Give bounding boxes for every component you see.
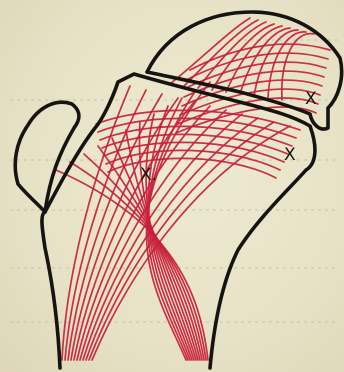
tuberosity-outline <box>15 102 79 212</box>
trabecula-line <box>268 32 306 98</box>
cap-trabeculae <box>170 18 330 133</box>
mark-center: X. <box>140 165 157 185</box>
mark-right: X <box>284 145 296 165</box>
bleed-through-text <box>10 40 340 322</box>
mark-top: X <box>305 89 317 109</box>
